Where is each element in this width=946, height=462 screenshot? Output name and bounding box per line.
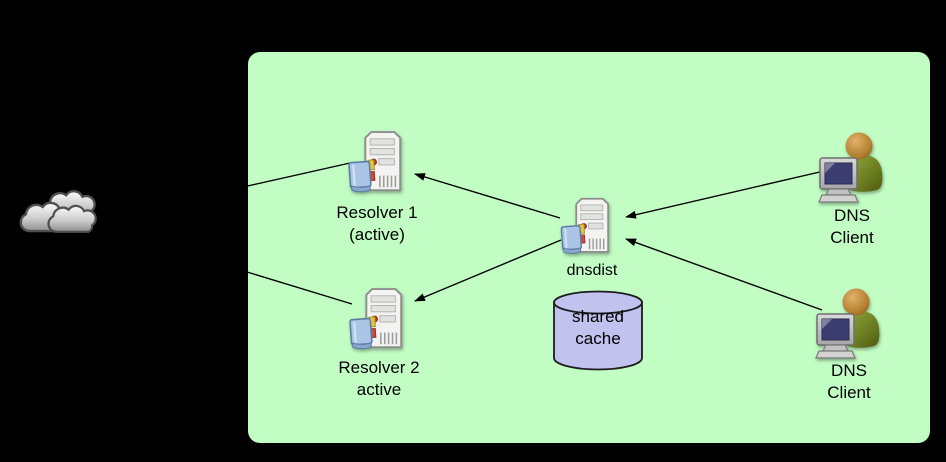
edge-client1-dnsdist	[625, 170, 825, 219]
edge-resolver1-internet	[95, 162, 351, 221]
shared-cache-cylinder-icon	[553, 290, 643, 371]
resolver1-server-icon	[347, 131, 402, 194]
resolver1-label: Resolver 1 (active)	[336, 203, 418, 244]
edge-dnsdist-resolver2	[414, 239, 562, 302]
dns-client-2-icon	[815, 287, 881, 359]
edge-dnsdist-resolver1	[414, 173, 561, 219]
resolver2-server-icon	[348, 288, 403, 351]
shared-cache-label: shared cache	[572, 307, 624, 348]
dnsdist-label: dnsdist	[566, 262, 618, 279]
dnsdist-server-icon	[560, 197, 610, 256]
dns-client-2-label: DNS Client	[827, 361, 871, 402]
resolver2-label: Resolver 2 active	[338, 358, 420, 399]
edge-client2-dnsdist	[625, 238, 823, 311]
internet-cloud-icon	[19, 190, 97, 233]
edge-resolver2-internet	[95, 225, 353, 305]
dns-client-1-icon	[818, 131, 884, 203]
dns-client-1-label: DNS Client	[830, 206, 874, 247]
